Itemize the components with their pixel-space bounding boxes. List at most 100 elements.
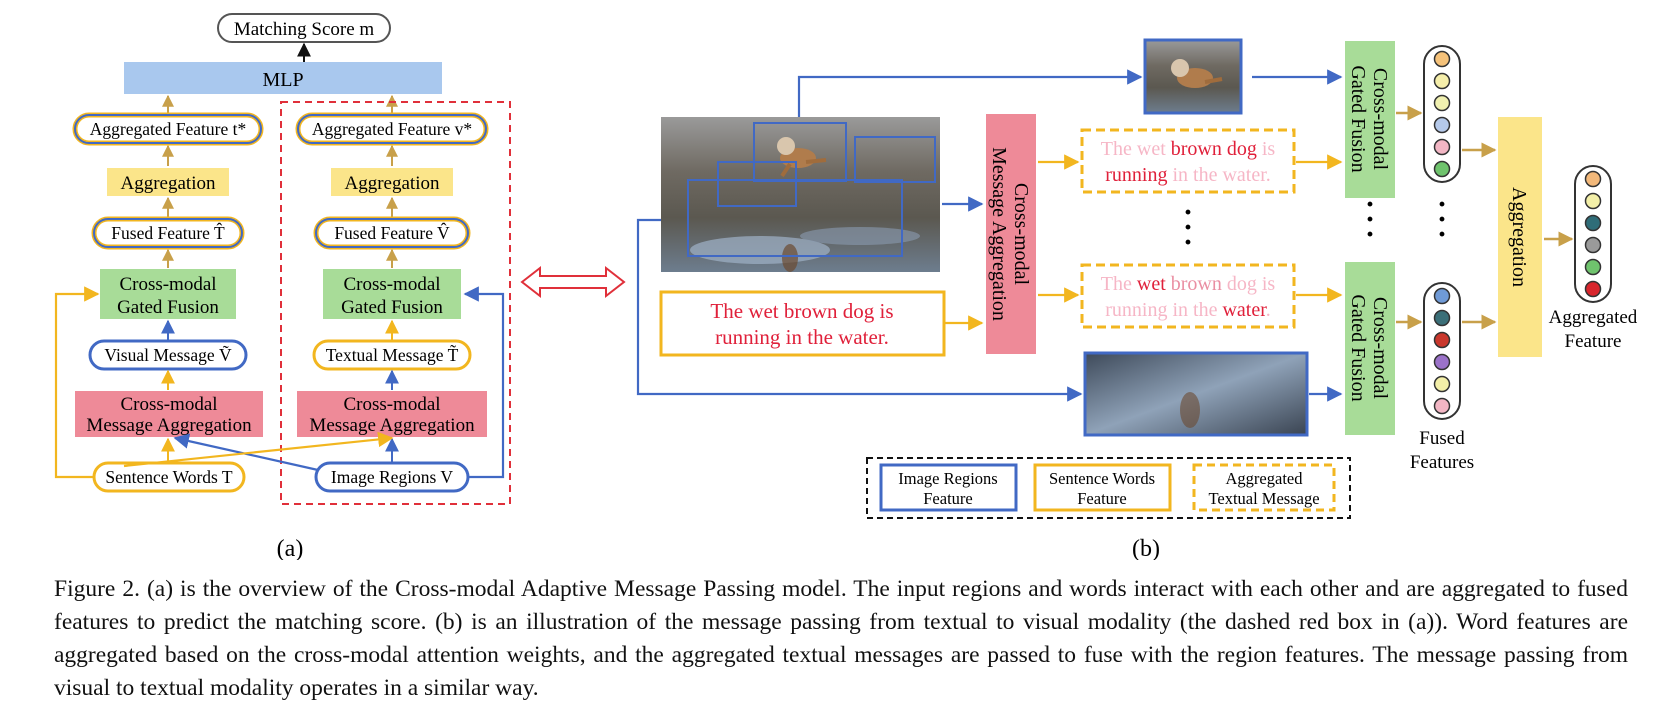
feature-element	[1433, 353, 1451, 371]
message-aggregation-block-b	[986, 114, 1036, 354]
aggregation-block-right	[331, 168, 453, 196]
message-aggregation-block-right	[297, 391, 487, 437]
legend-sentence-words	[1033, 463, 1172, 512]
sentence-box	[659, 290, 946, 357]
feature-element	[1584, 214, 1602, 232]
legend-image-regions-line2: Feature	[923, 489, 972, 508]
sentence-line1: The wet brown dog is	[710, 299, 893, 323]
legend-sentence-words-line1: Sentence Words	[1049, 469, 1155, 488]
aggregated-feature-line1: Aggregated	[1549, 307, 1638, 328]
figure-caption: Figure 2. (a) is the overview of the Cro…	[54, 576, 1628, 701]
aggregated-message-bottom-line2: running in the water.	[1105, 299, 1271, 321]
feature-element	[1433, 94, 1451, 112]
aggregation-block-b	[1498, 117, 1542, 357]
mlp-block	[124, 62, 442, 94]
message-aggregation-left-line1: Cross-modal	[120, 394, 217, 415]
aggregation-label-left: Aggregation	[121, 173, 216, 194]
legend-aggregated-message-line1: Aggregated	[1226, 469, 1304, 488]
fused-feature-vector-top	[1423, 45, 1461, 183]
text-branch: Aggregated Feature t* Aggregation Fused …	[54, 112, 264, 493]
svg-text:·: ·	[1437, 188, 1447, 221]
svg-text:·: ·	[1365, 218, 1375, 251]
aggregated-feature-line2: Feature	[1565, 331, 1622, 352]
feature-element	[1433, 309, 1451, 327]
svg-text:·: ·	[1437, 203, 1447, 236]
panel-a: Matching Score m MLP Aggregated Feature …	[54, 13, 511, 560]
panel-link-arrow	[520, 265, 626, 299]
feature-element	[1433, 50, 1451, 68]
legend-image-regions-line1: Image Regions	[898, 469, 997, 488]
feature-element	[1433, 72, 1451, 90]
gated-fusion-right-line2: Gated Fusion	[341, 297, 443, 318]
feature-element	[1584, 170, 1602, 188]
cross-modal-message-passing-figure: Matching Score m MLP Aggregated Feature …	[54, 13, 1638, 560]
gated-fusion-b-bottom-line1: Cross-modal	[1369, 297, 1391, 400]
legend: Image Regions Feature Sentence Words Fea…	[866, 457, 1351, 519]
matching-score-label: Matching Score m	[234, 19, 375, 40]
aggregated-message-bottom-line1: The wet brown dog is	[1101, 273, 1276, 295]
panel-a-label: (a)	[277, 536, 304, 560]
aggregated-feature-vector	[1574, 165, 1612, 303]
message-word-low: The	[1101, 273, 1137, 295]
message-word-high: brown dog	[1171, 138, 1257, 160]
sentence-words-label: Sentence Words T	[105, 467, 233, 487]
message-aggregation-right-line1: Cross-modal	[343, 394, 440, 415]
svg-text:·: ·	[1183, 196, 1193, 229]
gated-fusion-b-top-line1: Cross-modal	[1369, 68, 1391, 171]
textual-message-box	[312, 339, 472, 371]
feature-element	[1584, 258, 1602, 276]
gated-fusion-block-right	[323, 269, 461, 319]
aggregation-label-right: Aggregation	[345, 173, 440, 194]
feature-element	[1433, 138, 1451, 156]
message-word-low: dog is	[1227, 273, 1276, 295]
feature-element	[1433, 375, 1451, 393]
fused-feature-vector-bottom	[1423, 282, 1461, 420]
aggregated-message-top-line1: The wet brown dog is	[1101, 138, 1276, 160]
svg-text:·: ·	[1365, 188, 1375, 221]
message-word-low: in the water.	[1167, 164, 1270, 186]
feature-element	[1433, 331, 1451, 349]
message-word-high: wet	[1137, 273, 1166, 295]
message-word-low: The wet	[1101, 138, 1171, 160]
legend-aggregated-message-line2: Textual Message	[1208, 489, 1319, 508]
svg-text:·: ·	[1365, 203, 1375, 236]
aggregation-b-label: Aggregation	[1508, 187, 1530, 287]
svg-text:·: ·	[1437, 218, 1447, 251]
svg-text:·: ·	[1183, 226, 1193, 259]
legend-image-regions	[879, 463, 1018, 512]
message-aggregation-right-line2: Message Aggregation	[309, 415, 475, 436]
gated-fusion-left-line2: Gated Fusion	[117, 297, 219, 318]
gated-fusion-b-top-line2: Gated Fusion	[1347, 65, 1369, 172]
gated-fusion-block-left	[100, 269, 236, 319]
feature-element	[1433, 116, 1451, 134]
svg-text:·: ·	[1183, 211, 1193, 244]
feature-element	[1433, 160, 1451, 178]
aggregated-feature-t-label: Aggregated Feature t*	[90, 119, 246, 139]
legend-sentence-words-line2: Feature	[1077, 489, 1126, 508]
message-aggregation-left-line2: Message Aggregation	[86, 415, 252, 436]
message-aggregation-b-line2: Message Aggregation	[988, 147, 1010, 321]
aggregated-message-top-line2: running in the water.	[1105, 164, 1271, 186]
aggregated-message-top	[1080, 128, 1296, 194]
visual-message-label: Visual Message Ṽ	[104, 345, 232, 365]
fused-feature-t-label: Fused Feature T̂	[111, 223, 225, 243]
feature-element	[1584, 192, 1602, 210]
message-word-low: is	[1257, 138, 1276, 160]
region-crop-dog	[1143, 38, 1243, 115]
matching-score-box	[217, 13, 391, 43]
feature-element	[1584, 236, 1602, 254]
message-word-high: running	[1105, 164, 1167, 186]
aggregated-feature-v-label: Aggregated Feature v*	[312, 119, 472, 139]
gated-fusion-right-line1: Cross-modal	[343, 274, 440, 295]
dog-photo	[661, 117, 940, 272]
gated-fusion-left-line1: Cross-modal	[119, 274, 216, 295]
mlp-label: MLP	[262, 69, 303, 91]
region-crop-water	[1083, 351, 1309, 437]
aggregation-block-left	[107, 168, 229, 196]
panel-b-label: (b)	[1132, 536, 1160, 560]
sentence-line2: running in the water.	[715, 325, 889, 349]
image-regions-label: Image Regions V	[331, 467, 454, 487]
feature-element	[1433, 287, 1451, 305]
fused-features-line1: Fused	[1419, 428, 1465, 449]
feature-element	[1584, 280, 1602, 298]
